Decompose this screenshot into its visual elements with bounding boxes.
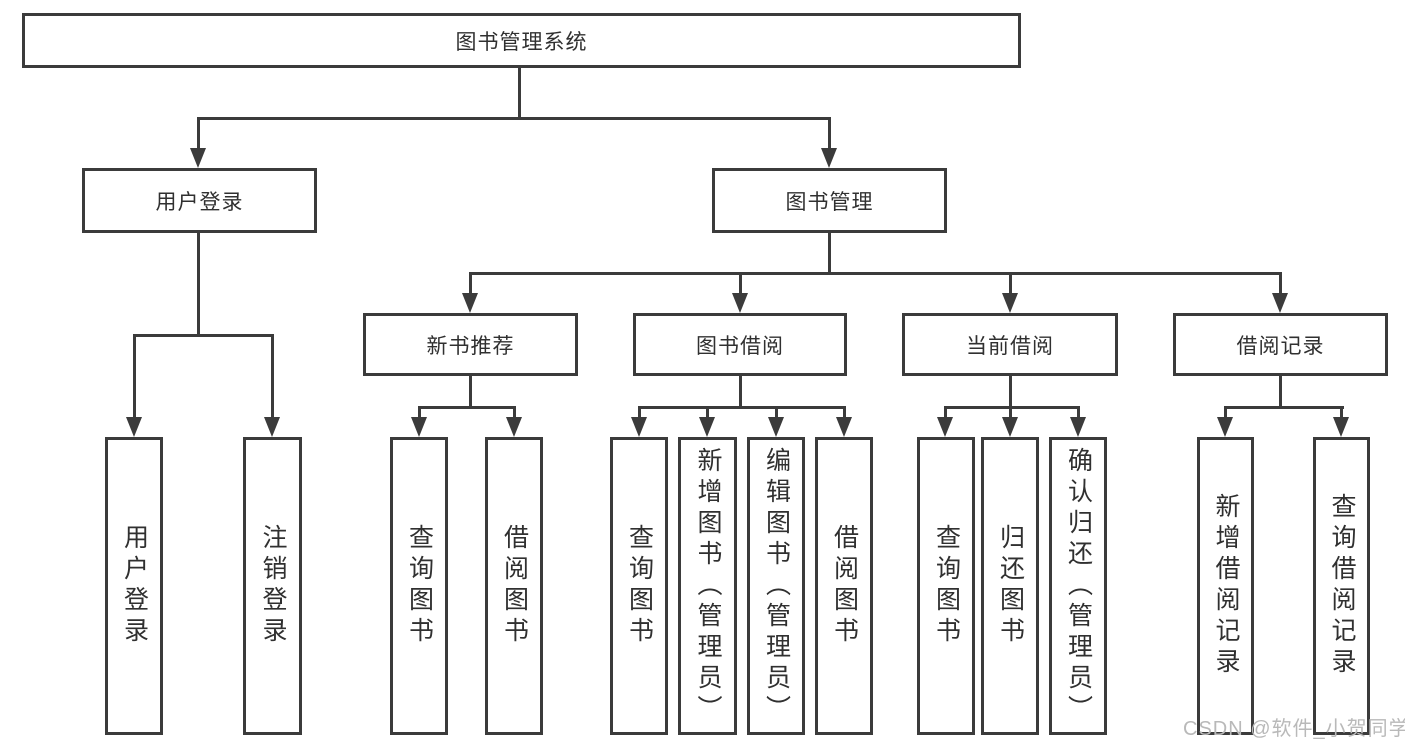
connector-drop bbox=[1279, 272, 1282, 295]
arrow-down-icon bbox=[506, 417, 522, 437]
leaf-user-login: 用户登录 bbox=[105, 437, 163, 735]
arrow-down-icon bbox=[631, 417, 647, 437]
leaf-label: 借阅图书 bbox=[500, 524, 529, 648]
connector-drop bbox=[469, 272, 472, 295]
connector-bar bbox=[638, 406, 845, 409]
connector-drop bbox=[706, 406, 709, 419]
arrow-down-icon bbox=[411, 417, 427, 437]
arrow-down-icon bbox=[1333, 417, 1349, 437]
connector-bar bbox=[418, 406, 516, 409]
node-label: 图书管理系统 bbox=[455, 30, 588, 54]
connector-stem bbox=[739, 376, 742, 409]
connector-stem bbox=[469, 376, 472, 409]
arrow-down-icon bbox=[1002, 417, 1018, 437]
leaf-borrow-books: 借阅图书 bbox=[815, 437, 873, 735]
node-label: 图书借阅 bbox=[696, 334, 784, 358]
connector-drop bbox=[513, 406, 516, 419]
connector-stem bbox=[828, 233, 831, 275]
connector-drop bbox=[1009, 272, 1012, 295]
leaf-query-books-borrow: 查询图书 bbox=[610, 437, 668, 735]
node-label: 图书管理 bbox=[785, 190, 874, 214]
node-root: 图书管理系统 bbox=[22, 13, 1021, 68]
arrow-down-icon bbox=[836, 417, 852, 437]
connector-drop bbox=[638, 406, 641, 419]
connector-drop bbox=[775, 406, 778, 419]
connector-stem bbox=[197, 233, 200, 336]
leaf-logout: 注销登录 bbox=[243, 437, 302, 735]
node-borrow-records: 借阅记录 bbox=[1173, 313, 1388, 376]
leaf-label: 用户登录 bbox=[120, 524, 149, 648]
connector-drop bbox=[1224, 406, 1227, 419]
connector-root-bar bbox=[197, 117, 831, 120]
arrow-down-icon bbox=[462, 293, 478, 313]
connector-drop bbox=[739, 272, 742, 295]
connector-drop bbox=[1077, 406, 1080, 419]
leaf-label: 查询借阅记录 bbox=[1328, 493, 1356, 679]
leaf-label: 归还图书 bbox=[996, 524, 1025, 648]
node-user-login: 用户登录 bbox=[82, 168, 317, 233]
leaf-label: 查询图书 bbox=[625, 524, 654, 648]
connector-drop bbox=[418, 406, 421, 419]
leaf-label: 新增图书（管理员） bbox=[694, 446, 722, 726]
connector-stem bbox=[1009, 376, 1012, 409]
arrow-down-icon bbox=[1217, 417, 1233, 437]
leaf-edit-book-admin: 编辑图书（管理员） bbox=[747, 437, 805, 735]
csdn-watermark: CSDN @软件_小贺同学 bbox=[1183, 718, 1405, 740]
arrow-down-icon bbox=[1272, 293, 1288, 313]
connector-drop bbox=[944, 406, 947, 419]
arrow-down-icon bbox=[264, 417, 280, 437]
connector-root-stem bbox=[518, 68, 521, 118]
arrow-down-icon bbox=[1070, 417, 1086, 437]
node-current-borrow: 当前借阅 bbox=[902, 313, 1118, 376]
arrow-down-icon bbox=[768, 417, 784, 437]
node-book-borrow: 图书借阅 bbox=[633, 313, 847, 376]
leaf-query-books-current: 查询图书 bbox=[917, 437, 975, 735]
arrow-down-icon bbox=[699, 417, 715, 437]
arrow-down-icon bbox=[732, 293, 748, 313]
arrow-down-icon bbox=[190, 148, 206, 168]
connector-drop bbox=[197, 117, 200, 149]
leaf-return-book: 归还图书 bbox=[981, 437, 1039, 735]
connector-drop bbox=[1009, 406, 1012, 419]
arrow-down-icon bbox=[1002, 293, 1018, 313]
leaf-label: 编辑图书（管理员） bbox=[762, 446, 791, 726]
arrow-down-icon bbox=[821, 148, 837, 168]
arrow-down-icon bbox=[126, 417, 142, 437]
node-book-management: 图书管理 bbox=[712, 168, 947, 233]
leaf-query-borrow-record: 查询借阅记录 bbox=[1313, 437, 1370, 735]
connector-drop bbox=[843, 406, 846, 419]
connector-bar bbox=[944, 406, 1080, 409]
arrow-down-icon bbox=[937, 417, 953, 437]
connector-drop bbox=[1340, 406, 1343, 419]
node-label: 用户登录 bbox=[155, 190, 244, 214]
node-label: 新书推荐 bbox=[426, 334, 515, 358]
connector-drop bbox=[828, 117, 831, 149]
connector-drop bbox=[133, 334, 136, 417]
leaf-borrow-books-recommend: 借阅图书 bbox=[485, 437, 543, 735]
connector-bar bbox=[1224, 406, 1344, 409]
node-label: 当前借阅 bbox=[966, 334, 1054, 358]
node-label: 借阅记录 bbox=[1236, 334, 1325, 358]
leaf-label: 新增借阅记录 bbox=[1212, 493, 1240, 679]
connector-bar bbox=[133, 334, 274, 337]
connector-stem bbox=[1279, 376, 1282, 409]
leaf-label: 查询图书 bbox=[405, 524, 434, 648]
connector-bar bbox=[469, 272, 1282, 275]
leaf-confirm-return-admin: 确认归还（管理员） bbox=[1049, 437, 1107, 735]
leaf-add-borrow-record: 新增借阅记录 bbox=[1197, 437, 1254, 735]
leaf-label: 确认归还（管理员） bbox=[1064, 446, 1093, 726]
node-new-book-recommend: 新书推荐 bbox=[363, 313, 578, 376]
leaf-label: 注销登录 bbox=[259, 524, 287, 648]
leaf-query-books-recommend: 查询图书 bbox=[390, 437, 448, 735]
leaf-label: 查询图书 bbox=[932, 524, 961, 648]
leaf-label: 借阅图书 bbox=[830, 524, 859, 648]
connector-drop bbox=[271, 334, 274, 417]
leaf-add-book-admin: 新增图书（管理员） bbox=[678, 437, 737, 735]
